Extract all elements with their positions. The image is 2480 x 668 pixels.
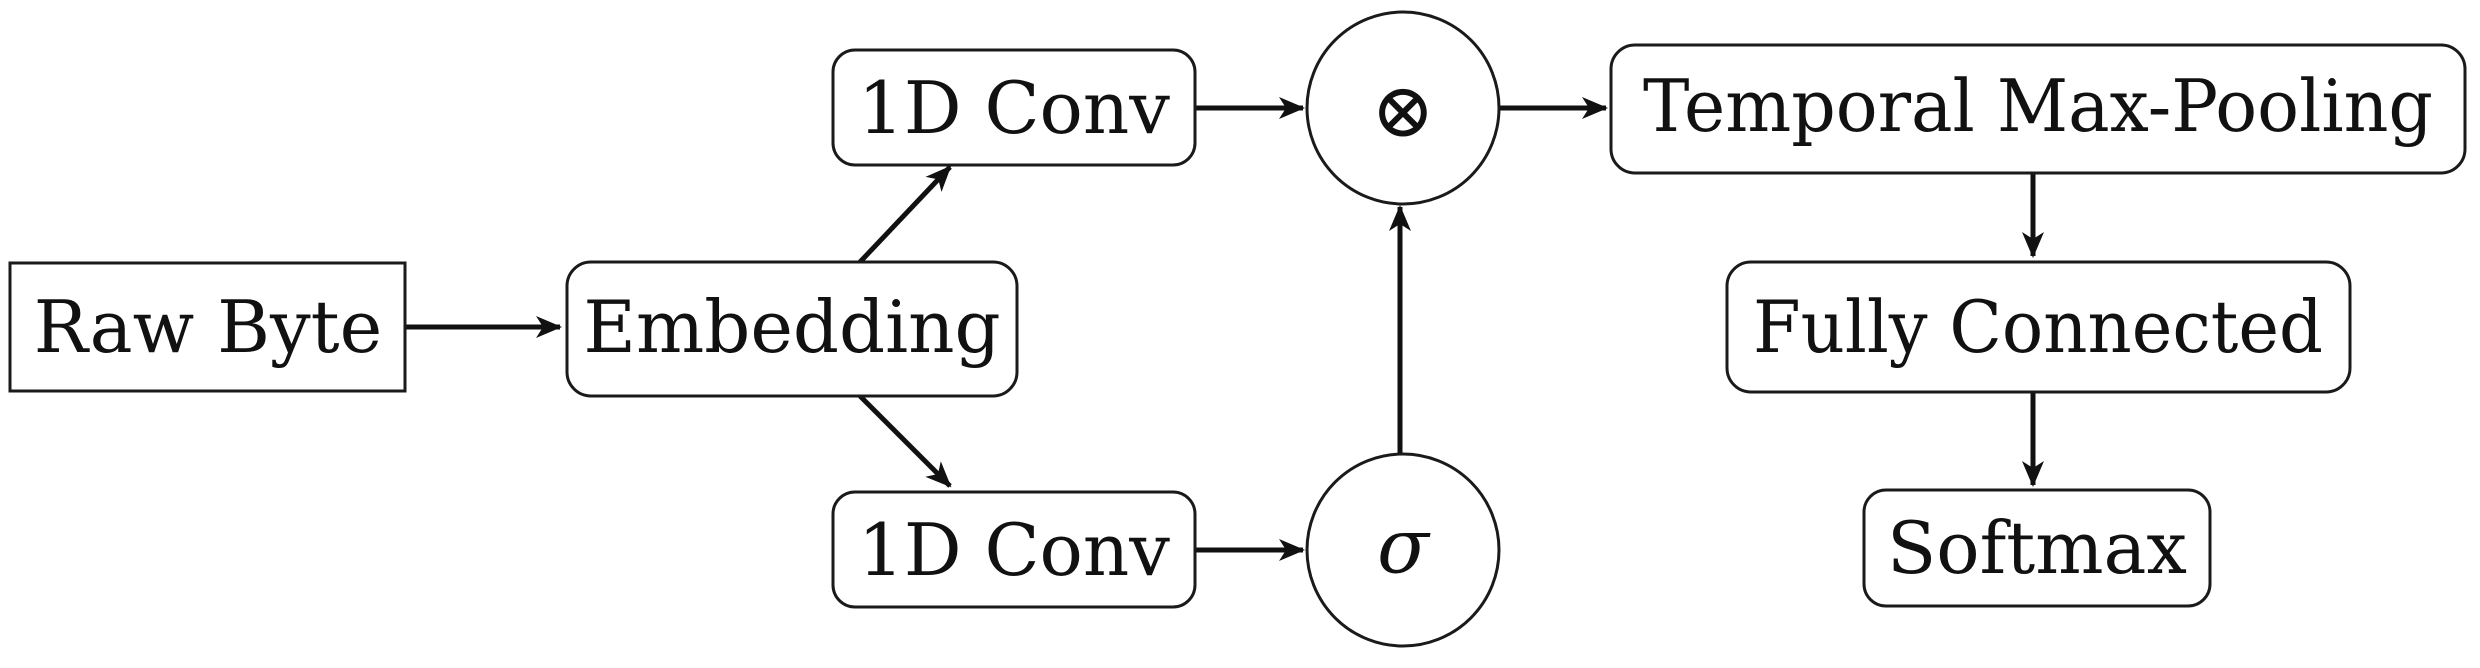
edge-embedding-to-bottom-conv: [858, 394, 952, 488]
conv-bottom-label: 1D Conv: [858, 508, 1170, 592]
pooling-label: Temporal Max-Pooling: [1643, 64, 2433, 148]
raw-byte-label: Raw Byte: [34, 285, 382, 369]
embedding-node: Embedding: [565, 260, 1019, 398]
fully-connected-label: Fully Connected: [1753, 285, 2323, 369]
softmax-node: Softmax: [1862, 488, 2212, 608]
raw-byte-node: Raw Byte: [8, 261, 407, 393]
edges: [405, 97, 2044, 561]
conv-top-label: 1D Conv: [858, 66, 1170, 150]
embedding-label: Embedding: [583, 285, 1000, 369]
sigma-node: σ: [1305, 452, 1501, 648]
conv-bottom-node: 1D Conv: [831, 490, 1197, 609]
multiply-node: ⊗: [1305, 10, 1501, 206]
fully-connected-node: Fully Connected: [1725, 260, 2352, 394]
conv-top-node: 1D Conv: [831, 48, 1197, 167]
softmax-label: Softmax: [1887, 506, 2187, 590]
edge-embedding-to-top-conv: [858, 165, 952, 264]
multiply-symbol: ⊗: [1371, 66, 1435, 155]
pooling-node: Temporal Max-Pooling: [1609, 43, 2467, 175]
sigma-symbol: σ: [1377, 502, 1431, 591]
